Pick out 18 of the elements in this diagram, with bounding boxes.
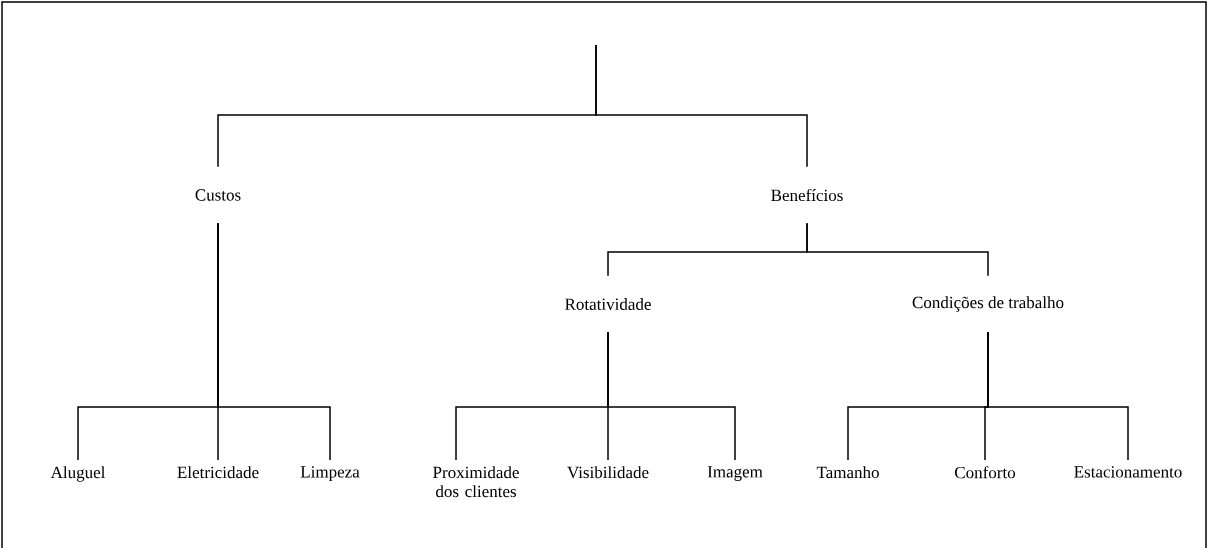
node-label: Condições de trabalho <box>912 296 1064 312</box>
connector-line <box>607 331 736 461</box>
node-label: Aluguel <box>50 466 106 482</box>
node-label: Conforto <box>955 466 1016 479</box>
connector-line <box>987 331 1129 461</box>
node-label: Estacionamento <box>1074 466 1182 478</box>
node-label: Custos <box>195 189 241 201</box>
node-label: Rotatividade <box>565 298 651 310</box>
node-label: Imagem <box>707 466 763 481</box>
connector-line <box>806 222 989 277</box>
node-label: Visibilidade <box>567 466 649 479</box>
node-label: Proximidade dos clientes <box>433 466 519 498</box>
node-label: Eletricidade <box>177 466 259 479</box>
node-label: Benefícios <box>771 188 843 202</box>
node-label: Limpeza <box>300 466 360 482</box>
node-label: Tamanho <box>816 466 879 479</box>
connector-line <box>217 222 331 461</box>
connector-line <box>595 44 808 168</box>
